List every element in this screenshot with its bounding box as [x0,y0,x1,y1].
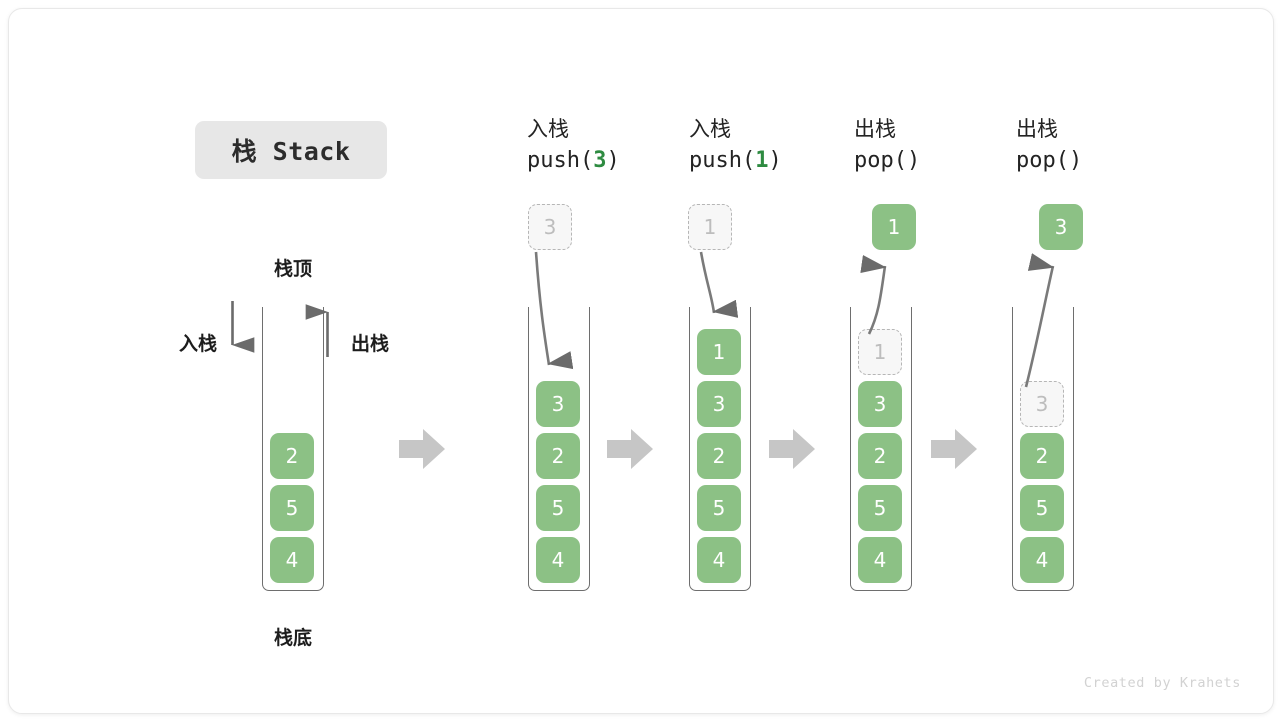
stack-cell: 3 [697,381,741,427]
stack-bottom-label: 栈底 [273,627,312,649]
stack-cell: 3 [858,381,902,427]
stack-cell: 1 [697,329,741,375]
stack-top-label: 栈顶 [273,258,312,280]
stage-caption-code: pop() [1016,144,1166,178]
stack-cell-ghost: 1 [858,329,902,375]
flow-arrow [769,429,815,469]
stack-container-push-3 [528,307,590,591]
push-side-label: 入栈 [179,333,218,355]
stack-cell: 2 [858,433,902,479]
flow-arrow [399,429,445,469]
stack-container-pop-1 [850,307,912,591]
code-arg: 3 [593,148,607,173]
pop-side-label: 出栈 [351,333,390,355]
code-suffix: ) [906,148,921,173]
stack-cell: 5 [858,485,902,531]
floating-element-ghost: 1 [688,204,732,250]
code-suffix: ) [606,148,620,173]
code-prefix: pop( [1016,148,1069,173]
floating-element-ghost: 3 [528,204,572,250]
code-prefix: pop( [854,148,907,173]
diagram-title: 栈 Stack [195,121,387,179]
stack-container-pop-3 [1012,307,1074,591]
stack-cell-ghost: 3 [1020,381,1064,427]
code-arg: 1 [755,148,769,173]
flow-arrow [931,429,977,469]
stack-cell: 2 [270,433,314,479]
stack-cell: 5 [697,485,741,531]
stack-cell: 2 [536,433,580,479]
code-suffix: ) [768,148,782,173]
stage-caption-code: push(1) [689,144,839,178]
stage-caption-cn: 入栈 [689,117,731,141]
stack-cell: 2 [697,433,741,479]
flow-arrow [607,429,653,469]
stage-caption-push-3: 入栈 push(3) [527,114,677,178]
push-motion-arrow [699,251,739,318]
code-prefix: push( [689,148,756,173]
stack-container-initial [262,307,324,591]
stack-cell: 4 [1020,537,1064,583]
footer-credit: Created by Krahets [1083,675,1241,691]
stack-cell: 4 [270,537,314,583]
stack-cell: 4 [536,537,580,583]
stage-caption-code: push(3) [527,144,677,178]
stack-container-push-1 [689,307,751,591]
stage-caption-push-1: 入栈 push(1) [689,114,839,178]
stack-cell: 5 [270,485,314,531]
popped-element: 1 [872,204,916,250]
stack-cell: 3 [536,381,580,427]
stage-caption-pop-1: 出栈 pop() [854,114,1004,178]
stack-cell: 4 [697,537,741,583]
stage-caption-cn: 入栈 [527,117,569,141]
stack-cell: 5 [1020,485,1064,531]
stage-caption-cn: 出栈 [1016,117,1058,141]
code-prefix: push( [527,148,594,173]
stage-caption-code: pop() [854,144,1004,178]
stack-cell: 5 [536,485,580,531]
stage-caption-pop-3: 出栈 pop() [1016,114,1166,178]
stack-cell: 2 [1020,433,1064,479]
stack-cell: 4 [858,537,902,583]
stage-caption-cn: 出栈 [854,117,896,141]
code-suffix: ) [1068,148,1083,173]
popped-element: 3 [1039,204,1083,250]
diagram-card: 栈 Stack 栈顶 入栈 出栈 2 5 4 栈底 入栈 push(3) 3 3… [8,8,1274,714]
diagram-title-text: 栈 Stack [231,137,351,166]
